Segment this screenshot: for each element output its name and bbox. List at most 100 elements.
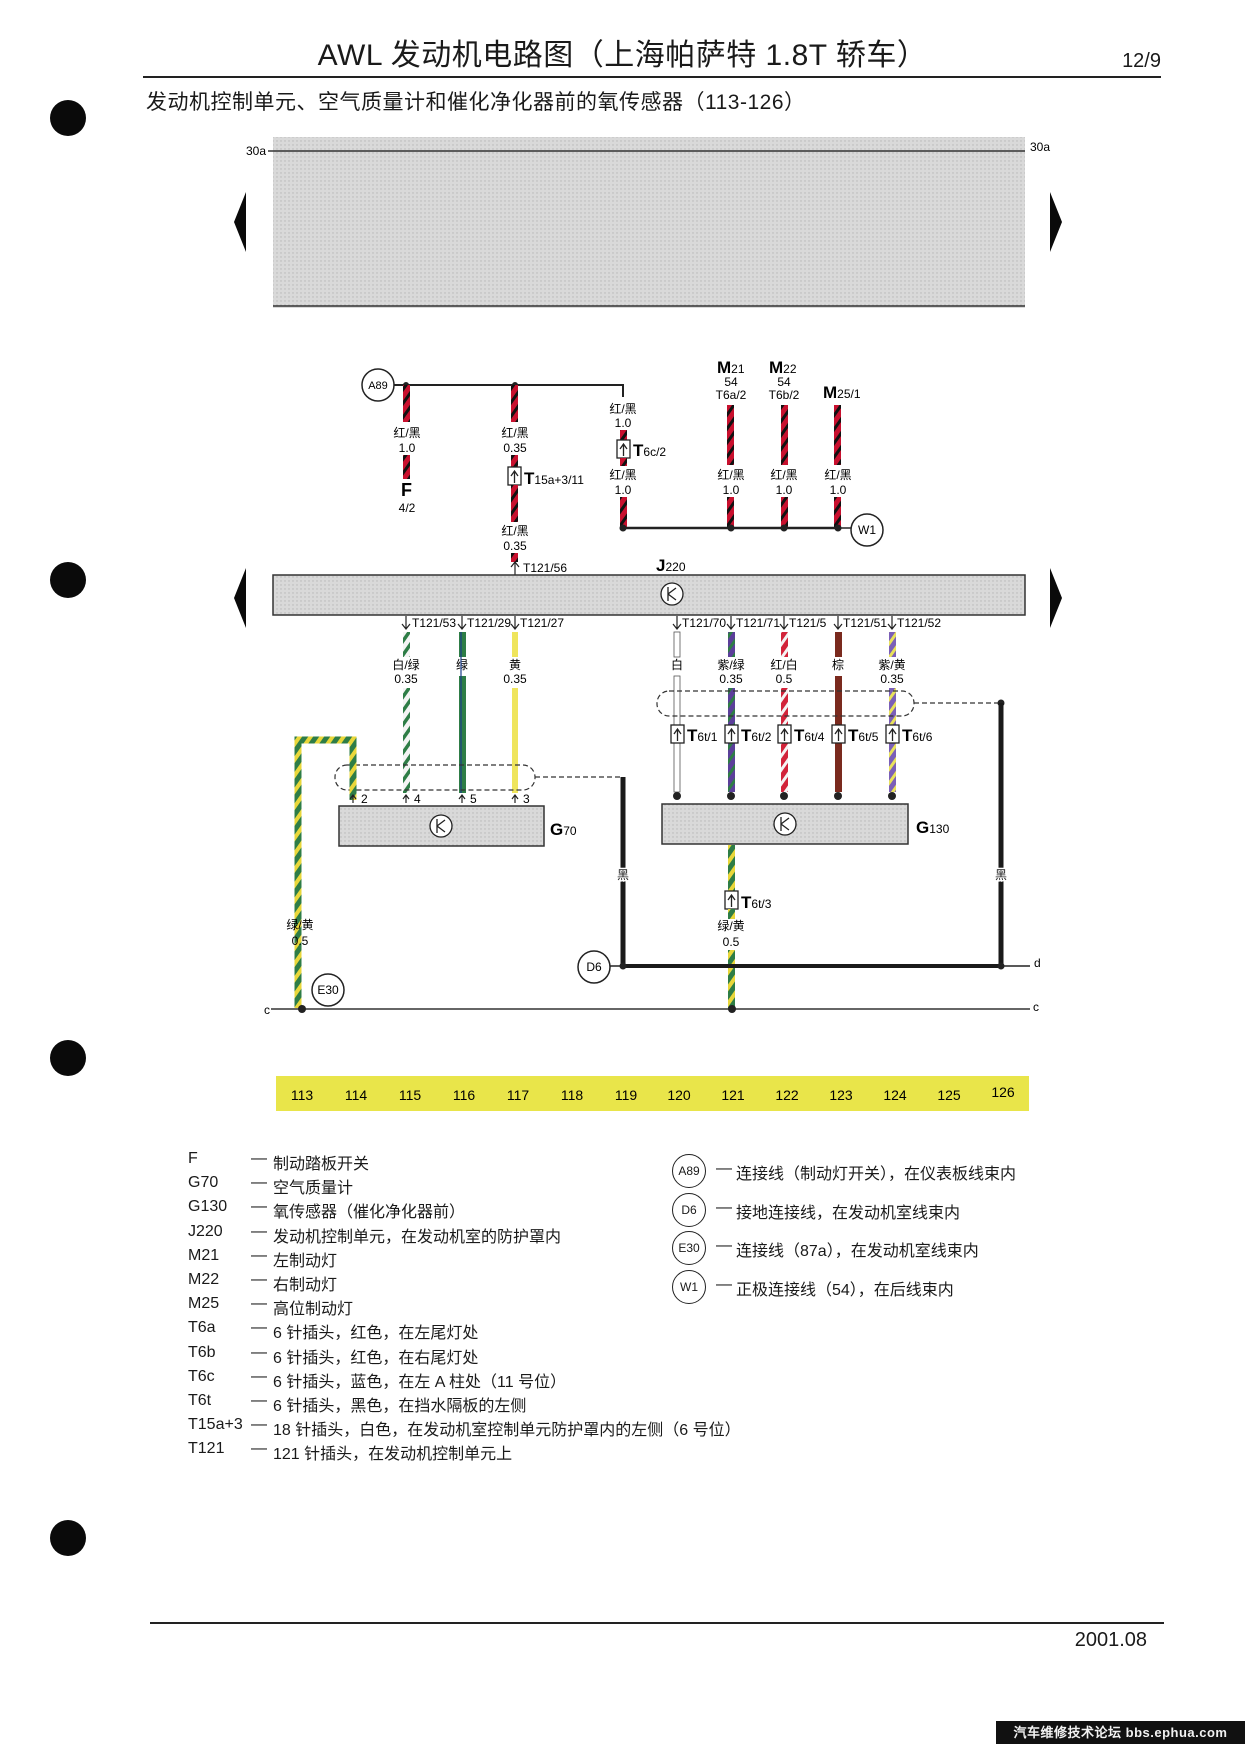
plug-t15a3-label: T15a+3/11 <box>524 469 584 488</box>
svg-text:117: 117 <box>507 1087 530 1103</box>
bus-30a-right: 30a <box>1030 140 1050 154</box>
svg-text:1.0: 1.0 <box>830 483 847 497</box>
page-number: 12/9 <box>1122 50 1161 72</box>
plug-t6t3-label: T6t/3 <box>741 893 772 912</box>
ecu-label: J220 <box>656 556 686 575</box>
g70-label: G70 <box>550 820 577 839</box>
connector-legend: A89—连接线（制动灯开关），在仪表板线束内 D6—接地连接线，在发动机室线束内… <box>672 1154 1112 1304</box>
svg-text:红/黑: 红/黑 <box>717 467 744 482</box>
title-rule <box>143 76 1161 78</box>
svg-text:红/黑: 红/黑 <box>770 467 797 482</box>
page-subtitle: 发动机控制单元、空气质量计和催化净化器前的氧传感器（113-126） <box>146 91 806 114</box>
svg-text:113: 113 <box>291 1087 314 1103</box>
svg-text:0.35: 0.35 <box>394 672 418 686</box>
svg-text:棕: 棕 <box>832 657 844 672</box>
svg-text:黑: 黑 <box>995 868 1007 882</box>
svg-text:120: 120 <box>667 1087 691 1103</box>
connector-d6: D6 <box>586 960 602 974</box>
wire-purple-yellow <box>889 632 896 657</box>
svg-text:T6a/2: T6a/2 <box>716 388 747 402</box>
ecu-transistor-icon <box>660 582 684 606</box>
wire-brown <box>835 632 842 657</box>
wire-white-green <box>403 632 410 657</box>
footer-date: 2001.08 <box>1074 1629 1147 1651</box>
svg-text:0.35: 0.35 <box>503 539 527 553</box>
svg-text:红/黑: 红/黑 <box>609 467 636 482</box>
bus-d-label: d <box>1034 956 1041 970</box>
wire-green <box>459 632 466 657</box>
lamp-m22-label: M22 <box>769 358 797 377</box>
g130-label: G130 <box>916 818 950 837</box>
svg-text:121: 121 <box>721 1087 745 1103</box>
svg-text:T121/5: T121/5 <box>789 616 827 630</box>
footer-rule <box>150 1622 1164 1624</box>
svg-text:1.0: 1.0 <box>723 483 740 497</box>
svg-text:T121/52: T121/52 <box>897 616 941 630</box>
svg-text:0.5: 0.5 <box>292 934 309 948</box>
svg-text:1.0: 1.0 <box>615 416 632 430</box>
svg-text:T121/29: T121/29 <box>467 616 511 630</box>
ecu-j220 <box>272 574 1026 616</box>
binder-hole <box>50 562 86 598</box>
svg-text:0.5: 0.5 <box>723 935 740 949</box>
column-ruler <box>276 1076 1029 1111</box>
fuse-f-sub: 4/2 <box>399 501 416 515</box>
t6t-plugs: T6t/1 T6t/2 T6t/4 T6t/5 T6t/6 <box>670 724 933 745</box>
lamp-m21-label: M21 <box>717 358 745 377</box>
svg-text:T6t/2: T6t/2 <box>741 726 772 745</box>
svg-text:T121/51: T121/51 <box>843 616 887 630</box>
svg-text:T121/53: T121/53 <box>412 616 456 630</box>
prev-page-arrow-icon[interactable] <box>234 568 246 628</box>
svg-text:54: 54 <box>724 375 738 389</box>
ecu-pins-bottom: T121/53 T121/29 T121/27 T121/70 T121/71 … <box>401 616 941 630</box>
g70-transistor-icon <box>429 814 453 838</box>
wire-white <box>673 631 681 658</box>
svg-text:黄: 黄 <box>509 658 521 672</box>
svg-text:绿/黄: 绿/黄 <box>286 917 313 932</box>
svg-text:4: 4 <box>414 792 421 806</box>
svg-text:T121/27: T121/27 <box>520 616 564 630</box>
svg-text:1.0: 1.0 <box>776 483 793 497</box>
bus-30a-left: 30a <box>246 144 266 158</box>
wire-yellow <box>512 632 518 657</box>
svg-text:122: 122 <box>775 1087 799 1103</box>
prev-page-arrow-icon[interactable] <box>234 192 246 252</box>
svg-text:T6t/1: T6t/1 <box>687 726 718 745</box>
svg-text:紫/绿: 紫/绿 <box>717 657 744 672</box>
wiring-diagram: 30a 30a A89 红/黑 1.0 F 4/2 红/黑 0.35 T15a+… <box>234 137 1062 1111</box>
svg-text:T121/71: T121/71 <box>736 616 780 630</box>
watermark: 汽车维修技术论坛 bbs.ephua.com <box>996 1721 1245 1744</box>
svg-text:红/黑: 红/黑 <box>609 401 636 416</box>
svg-text:T6t/5: T6t/5 <box>848 726 879 745</box>
svg-text:123: 123 <box>829 1087 853 1103</box>
binder-hole <box>50 1520 86 1556</box>
binder-hole <box>50 1040 86 1076</box>
wire-purple-green <box>728 632 735 657</box>
svg-text:红/黑: 红/黑 <box>824 467 851 482</box>
svg-text:3: 3 <box>523 792 530 806</box>
svg-text:5: 5 <box>470 792 477 806</box>
ecu-pin-top: T121/56 <box>523 561 567 575</box>
svg-text:118: 118 <box>561 1087 584 1103</box>
next-page-arrow-icon[interactable] <box>1050 192 1062 252</box>
svg-text:126: 126 <box>991 1084 1015 1100</box>
svg-text:1.0: 1.0 <box>615 483 632 497</box>
svg-text:T6b/2: T6b/2 <box>769 388 800 402</box>
svg-text:绿/黄: 绿/黄 <box>717 918 744 933</box>
next-page-arrow-icon[interactable] <box>1050 568 1062 628</box>
svg-text:115: 115 <box>399 1087 422 1103</box>
binder-hole <box>50 100 86 136</box>
bus-c-left: c <box>264 1003 270 1017</box>
connector-w1: W1 <box>858 523 876 537</box>
wire-red-black <box>403 385 410 422</box>
svg-text:116: 116 <box>453 1087 476 1103</box>
lamp-m25-label: M25/1 <box>823 383 861 402</box>
connector-e30: E30 <box>317 983 339 997</box>
svg-text:0.35: 0.35 <box>719 672 743 686</box>
svg-text:114: 114 <box>345 1087 368 1103</box>
svg-text:125: 125 <box>937 1087 961 1103</box>
svg-text:124: 124 <box>883 1087 907 1103</box>
svg-text:红/黑: 红/黑 <box>393 425 420 440</box>
svg-text:0.35: 0.35 <box>503 672 527 686</box>
svg-text:白: 白 <box>671 657 683 672</box>
